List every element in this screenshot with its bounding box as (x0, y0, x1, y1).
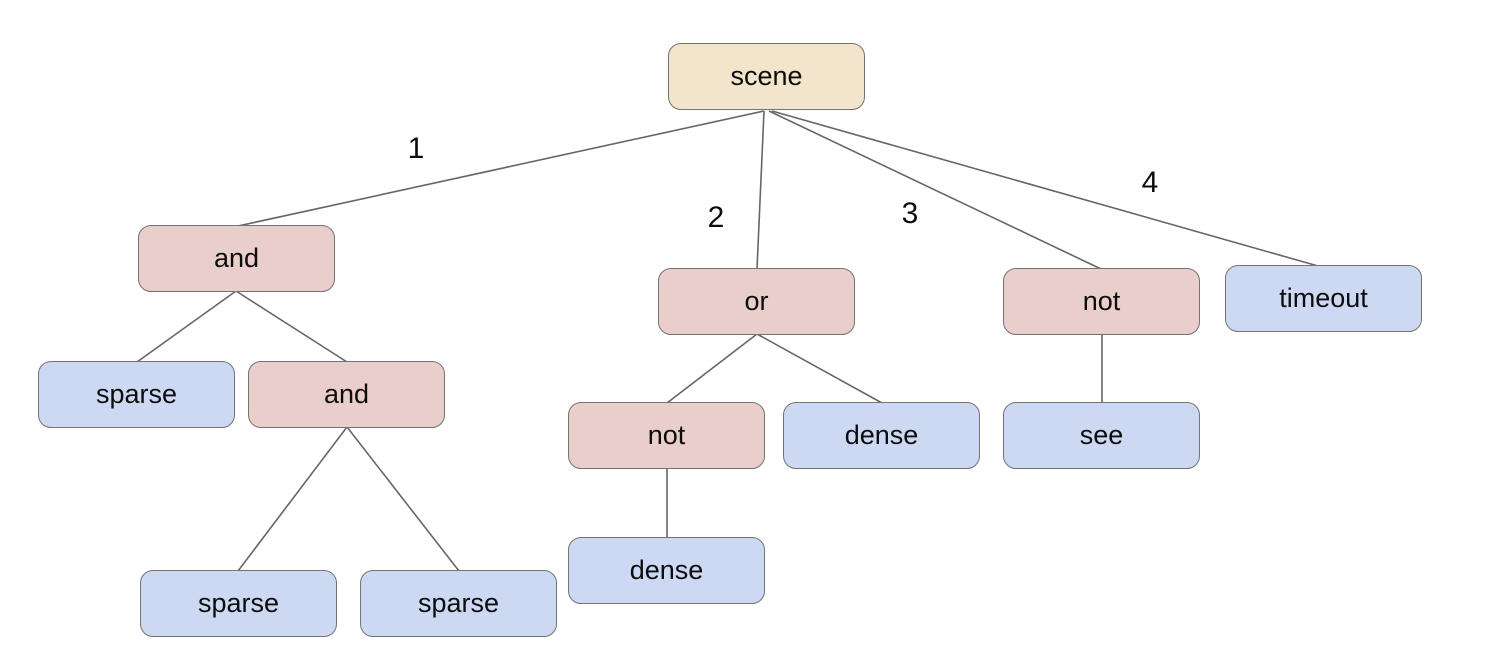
tree-node-sparse-2[interactable]: sparse (140, 570, 337, 637)
tree-node-scene[interactable]: scene (668, 43, 865, 110)
edge-label-4: 4 (1141, 166, 1159, 199)
tree-node-timeout[interactable]: timeout (1225, 265, 1422, 332)
edge-and2-sparse2 (237, 426, 348, 572)
tree-node-dense-2[interactable]: dense (568, 537, 765, 604)
edge-scene-and (237, 110, 765, 227)
edge-and2-sparse3 (346, 426, 460, 572)
tree-node-or[interactable]: or (658, 268, 855, 335)
edge-or-not (666, 333, 758, 404)
edge-label-3: 3 (901, 197, 919, 230)
tree-node-and-1[interactable]: and (138, 225, 335, 292)
edge-or-dense (756, 333, 883, 404)
edge-and-and (235, 290, 348, 363)
tree-node-sparse-3[interactable]: sparse (360, 570, 557, 637)
tree-node-sparse-1[interactable]: sparse (38, 361, 235, 428)
edge-scene-not (768, 110, 1102, 270)
tree-node-and-2[interactable]: and (248, 361, 445, 428)
edge-label-1: 1 (407, 132, 425, 165)
tree-node-dense-1[interactable]: dense (783, 402, 980, 469)
edge-and-sparse (136, 290, 237, 363)
tree-node-see[interactable]: see (1003, 402, 1200, 469)
edge-scene-timeout (771, 110, 1319, 267)
edge-scene-or (756, 110, 765, 270)
tree-node-not-2[interactable]: not (568, 402, 765, 469)
tree-node-not-1[interactable]: not (1003, 268, 1200, 335)
edge-label-2: 2 (707, 201, 725, 234)
